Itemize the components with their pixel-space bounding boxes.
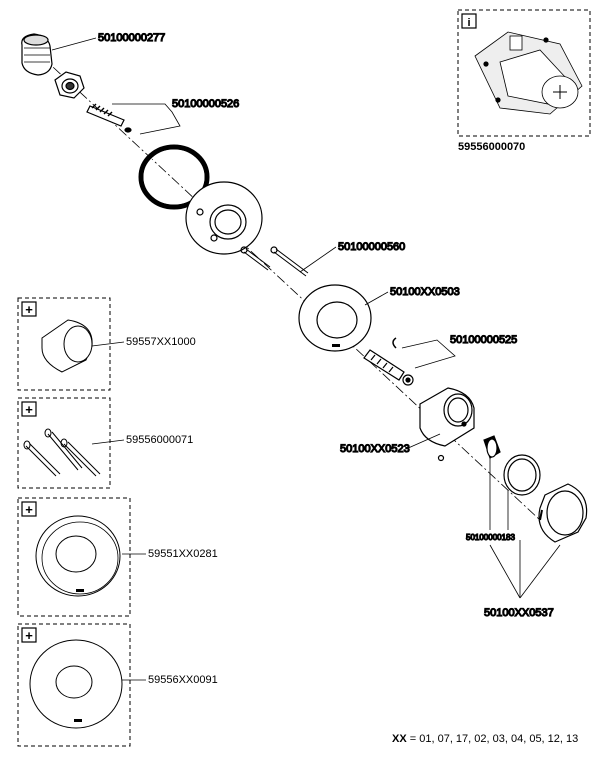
part-label-537: 50100XX0537 xyxy=(484,607,554,619)
color-code-legend: XX = 01, 07, 17, 02, 03, 04, 05, 12, 13 xyxy=(392,733,578,745)
kit-label-4: 59556XX0091 xyxy=(148,674,218,686)
kit-label-2: 59556000071 xyxy=(126,434,193,446)
plus-icon: + xyxy=(25,502,33,517)
o-ring-part xyxy=(138,144,210,210)
sleeve-part xyxy=(405,387,475,462)
part-label-277: 50100000277 xyxy=(98,32,165,44)
screws-part xyxy=(240,246,337,277)
kit-label-1: 59557XX1000 xyxy=(126,336,196,348)
color-code-values: 01, 07, 17, 02, 03, 04, 05, 12, 13 xyxy=(419,733,579,745)
part-label-503: 50100XX0503 xyxy=(390,286,460,298)
ring-part xyxy=(503,454,541,496)
kit-box-handle xyxy=(17,297,125,391)
part-label-526: 50100000526 xyxy=(172,98,239,110)
plus-icon: + xyxy=(25,302,33,317)
label-leaders xyxy=(489,456,561,599)
cartridge-part xyxy=(21,33,97,76)
part-label-525: 50100000525 xyxy=(450,334,517,346)
plus-icon: + xyxy=(25,402,33,417)
kit-label-3: 59551XX0281 xyxy=(148,548,218,560)
extension-part xyxy=(363,337,456,386)
rosette-part xyxy=(298,284,389,352)
info-part-label: 59556000070 xyxy=(458,141,525,153)
plus-icon: + xyxy=(25,628,33,643)
handle-part xyxy=(538,483,588,543)
info-box xyxy=(457,9,591,137)
mounting-plate-part xyxy=(185,181,263,255)
assembly-axis xyxy=(39,54,541,521)
kit-box-screws xyxy=(17,397,125,489)
hex-nut-part xyxy=(54,71,85,99)
color-code-key: XX xyxy=(392,733,407,745)
color-code-separator: = xyxy=(406,733,420,745)
kit-box-rosette-thick xyxy=(17,497,146,617)
part-label-523: 50100XX0523 xyxy=(340,443,410,455)
kit-box-rosette-flat xyxy=(17,623,146,747)
info-icon: i xyxy=(467,17,470,29)
spindle-part xyxy=(86,103,181,135)
screws-illustration xyxy=(23,428,101,477)
part-label-183: 50100000183 xyxy=(466,533,515,542)
splined-adapter-part xyxy=(483,435,501,459)
part-label-560: 50100000560 xyxy=(338,241,405,253)
